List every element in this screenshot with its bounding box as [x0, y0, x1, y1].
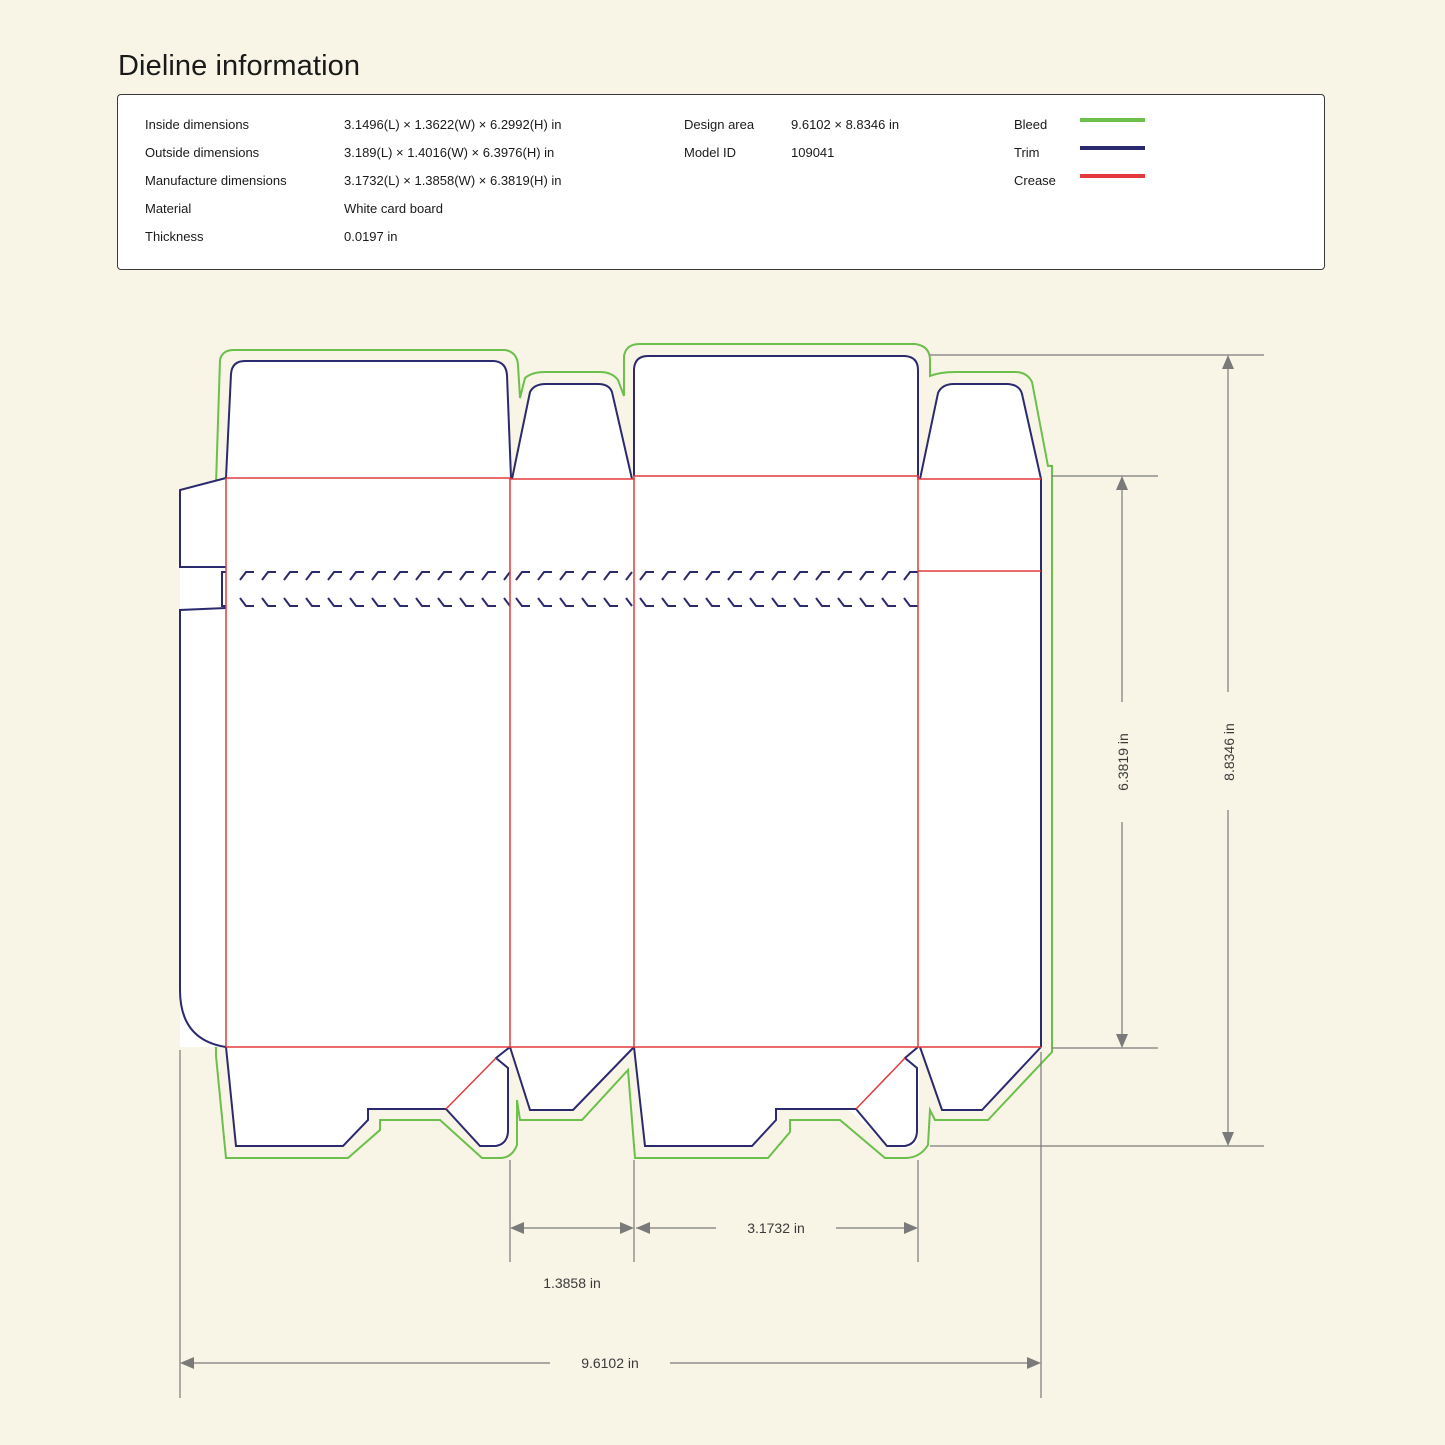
- trim-top-flap-4: [919, 383, 1042, 480]
- crease-diagonal-1: [445, 1057, 497, 1110]
- trim-bottom-flap-3: [633, 1046, 919, 1147]
- legend-swatch-trim: [1080, 146, 1145, 150]
- spec-label: Thickness: [145, 229, 204, 244]
- spec-label: Outside dimensions: [145, 145, 260, 160]
- perforation-upper: [239, 571, 918, 581]
- legend-swatch-crease: [1080, 174, 1145, 178]
- legend-label-crease: Crease: [1014, 173, 1056, 188]
- crease-lines: [225, 475, 1041, 1110]
- trim-top-flap-3: [633, 355, 919, 478]
- dimension-arrows: [180, 355, 1234, 1369]
- spec-label: Manufacture dimensions: [145, 173, 287, 188]
- spec-value: White card board: [344, 201, 443, 216]
- bleed-line: [215, 343, 1053, 1159]
- trim-bottom-flap-2: [509, 1046, 635, 1111]
- spec-label: Material: [145, 201, 192, 216]
- dim-label-body-height: 6.3819 in: [1115, 733, 1131, 791]
- trim-glue-flap-main: [179, 607, 227, 1048]
- design-value: 109041: [791, 145, 835, 160]
- dimension-lines: [179, 354, 1264, 1398]
- dieline-info-panel: Inside dimensions 3.1496(L) × 1.3622(W) …: [117, 94, 1325, 270]
- trim-glue-flap-top: [179, 477, 227, 568]
- legend-label-bleed: Bleed: [1014, 117, 1048, 132]
- trim-tear-strip-left: [221, 571, 226, 607]
- design-label: Design area: [684, 117, 755, 132]
- dim-label-total-height: 8.8346 in: [1221, 723, 1237, 781]
- perforation-lower: [239, 597, 918, 607]
- crease-diagonal-2: [855, 1057, 906, 1110]
- design-label: Model ID: [684, 145, 737, 160]
- spec-value: 3.1496(L) × 1.3622(W) × 6.2992(H) in: [344, 117, 562, 132]
- dim-label-panel-width: 1.3858 in: [543, 1275, 601, 1291]
- design-value: 9.6102 × 8.8346 in: [791, 117, 900, 132]
- spec-value: 3.1732(L) × 1.3858(W) × 6.3819(H) in: [344, 173, 562, 188]
- page-title: Dieline information: [118, 50, 361, 82]
- trim-top-flap-2: [511, 383, 633, 480]
- dim-label-total-width: 9.6102 in: [581, 1355, 639, 1371]
- trim-bottom-flap-1: [225, 1046, 511, 1147]
- trim-lines: [179, 355, 1042, 1147]
- dim-label-panel-length: 3.1732 in: [747, 1220, 805, 1236]
- trim-bottom-flap-4: [919, 1046, 1042, 1111]
- trim-top-flap-1: [225, 360, 512, 479]
- dieline-body: [180, 356, 1041, 1148]
- spec-label: Inside dimensions: [145, 117, 250, 132]
- spec-value: 3.189(L) × 1.4016(W) × 6.3976(H) in: [344, 145, 555, 160]
- legend-swatch-bleed: [1080, 118, 1145, 122]
- legend-label-trim: Trim: [1014, 145, 1040, 160]
- spec-value: 0.0197 in: [344, 229, 398, 244]
